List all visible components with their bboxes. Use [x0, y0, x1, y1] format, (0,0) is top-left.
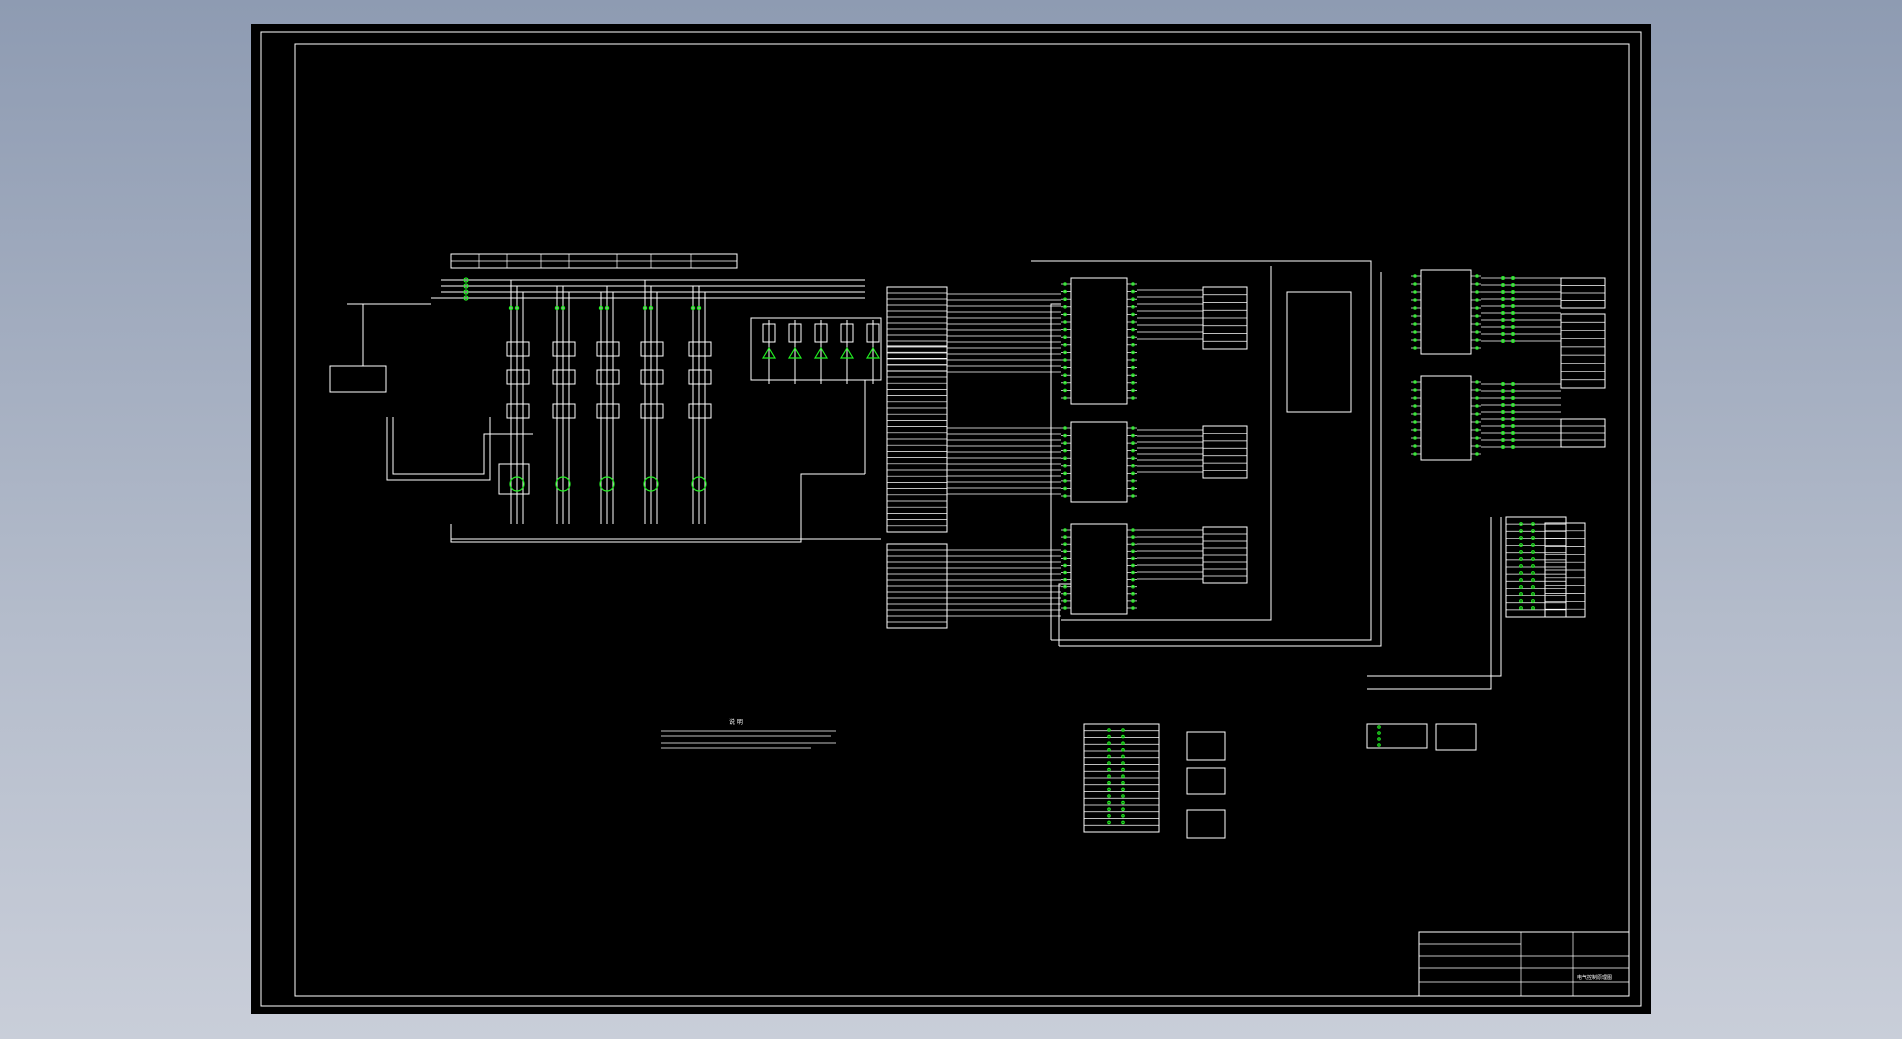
- notes-block: [661, 730, 836, 749]
- outer-frame: [260, 31, 1642, 1007]
- title-block: [1418, 931, 1630, 997]
- drawing-sheet[interactable]: 说 明 电气控制原理图: [251, 24, 1651, 1014]
- power-circuit: [329, 253, 882, 543]
- plc-wiring: [886, 260, 1606, 839]
- inner-frame: [294, 43, 1630, 997]
